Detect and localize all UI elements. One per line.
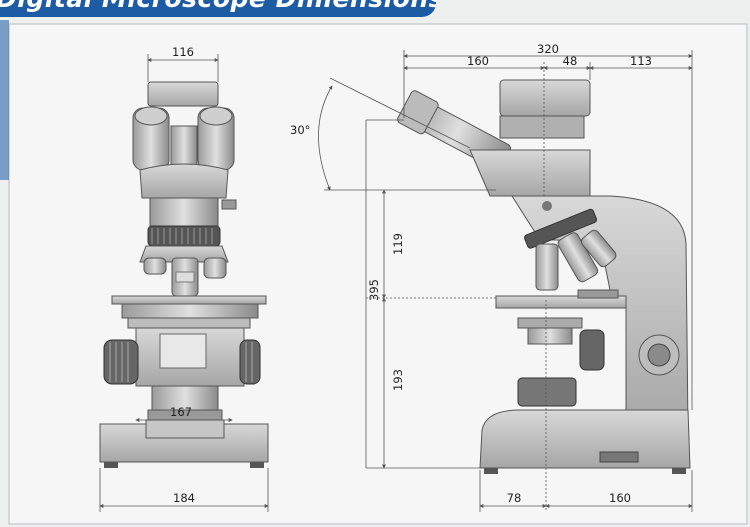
label-base-left: 78 [507,491,522,505]
front-view-microscope [99,81,269,468]
label-height-upper: 119 [391,233,405,255]
dimension-lines [99,50,693,512]
side-view-microscope [397,79,691,474]
label-side-seg-mid: 48 [563,54,578,68]
label-height-total: 395 [367,279,381,301]
label-front-base-width: 184 [173,491,195,505]
label-side-total-width: 320 [537,42,559,56]
label-front-top-width: 116 [172,45,194,59]
left-accent-bar [0,20,9,180]
label-base-right: 160 [609,491,631,505]
label-height-lower: 193 [391,369,405,391]
label-side-seg-left: 160 [467,54,489,68]
page-title: Digital Microscope Dimensions [0,0,436,13]
label-angle: 30° [290,123,310,137]
label-side-seg-right: 113 [630,54,652,68]
title-banner: Digital Microscope Dimensions [0,0,436,17]
label-front-stage-width: 167 [170,405,192,419]
